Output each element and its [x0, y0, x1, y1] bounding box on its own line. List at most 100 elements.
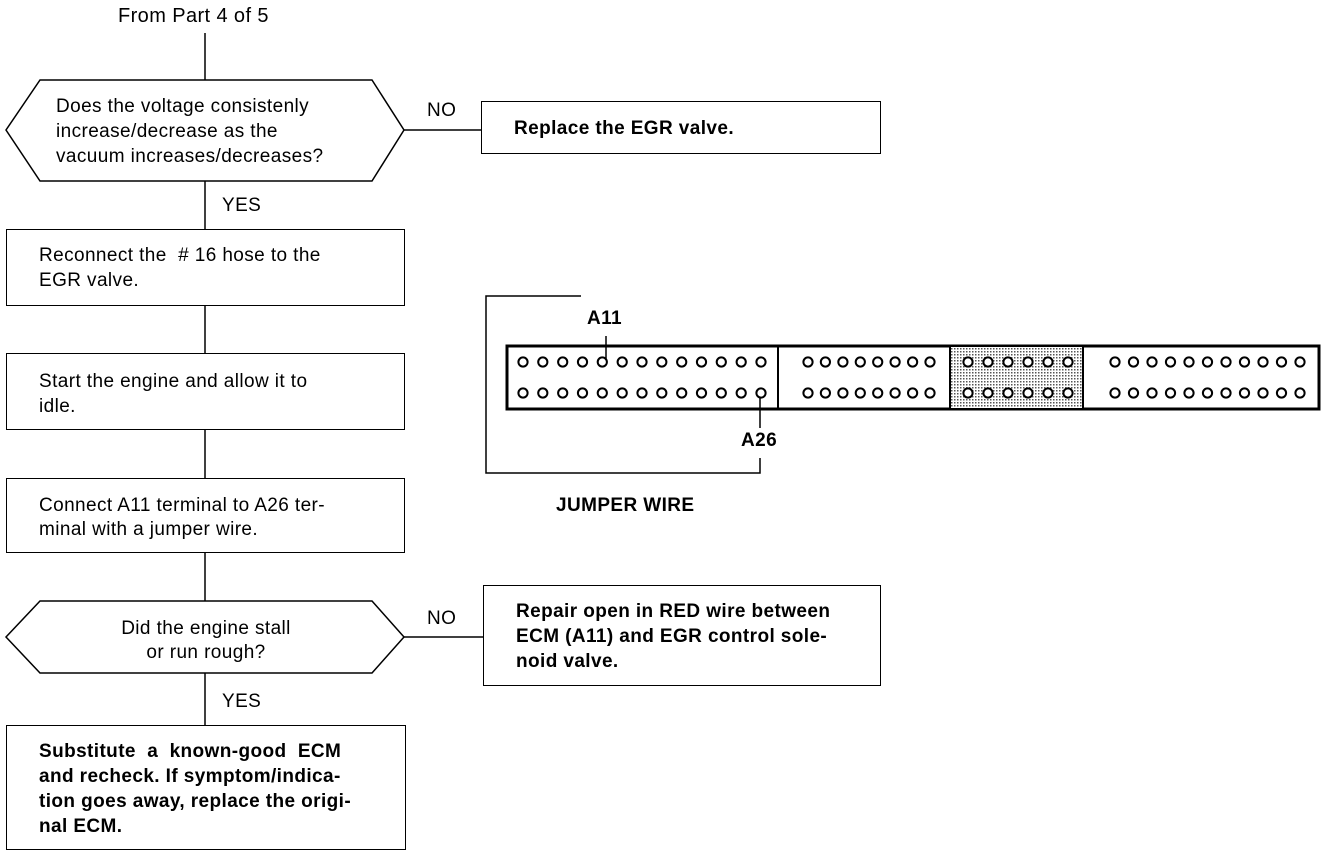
connector-pin	[1062, 387, 1074, 399]
start-engine-line-1: Start the engine and allow it to	[39, 371, 308, 392]
connector-pin	[889, 387, 901, 399]
connector-pin	[907, 387, 919, 399]
connector-pin	[636, 387, 648, 399]
connector-pin	[1002, 387, 1014, 399]
decision-2-yes-label: YES	[222, 691, 262, 712]
connector-pin	[1201, 356, 1214, 368]
decision-1-no-label: NO	[427, 100, 457, 121]
connect-line-2: minal with a jumper wire.	[39, 519, 259, 540]
connector-pin	[557, 356, 569, 368]
connector-pin	[596, 356, 608, 368]
repair-line-2: ECM (A11) and EGR control sole-	[516, 626, 828, 647]
connector-pin	[982, 387, 994, 399]
connector-pin	[616, 387, 628, 399]
connector-pin	[676, 356, 688, 368]
decision-1-line-3: vacuum increases/decreases?	[56, 146, 324, 167]
ecm-connector	[485, 295, 1321, 474]
connector-pin	[854, 387, 866, 399]
connector-pin	[1238, 356, 1251, 368]
connector-pin	[1022, 356, 1034, 368]
connector-pin	[755, 356, 767, 368]
decision-2-line-1: Did the engine stall	[121, 618, 291, 639]
jumper-wire-label: JUMPER WIRE	[556, 495, 695, 516]
connector-pin	[596, 387, 608, 399]
reconnect-line-2: EGR valve.	[39, 270, 140, 291]
connector-pin	[1062, 356, 1074, 368]
connector-pin	[1109, 356, 1121, 368]
connector-pin	[636, 356, 648, 368]
connector-pin	[1146, 387, 1158, 399]
connector-pin	[656, 356, 668, 368]
decision-1-yes-label: YES	[222, 195, 262, 216]
connector-pin	[517, 387, 529, 399]
connector-pin	[1127, 387, 1140, 399]
connector-pin	[755, 387, 767, 399]
connector-pin	[962, 387, 974, 399]
repair-line-1: Repair open in RED wire between	[516, 601, 831, 622]
start-engine-line-2: idle.	[39, 396, 76, 417]
connector-pin	[735, 356, 747, 368]
connector-pin	[715, 387, 727, 399]
connector-pin	[819, 356, 832, 368]
decision-1-line-1: Does the voltage consistenly	[56, 96, 310, 117]
connector-pin	[1257, 387, 1269, 399]
connector-pin	[924, 356, 936, 368]
substitute-ecm-box: Substitute a known-good ECM and recheck.…	[6, 725, 406, 850]
connector-pin	[1042, 356, 1054, 368]
connector-pin	[715, 356, 727, 368]
a11-label: A11	[587, 308, 623, 329]
connector-pin	[1294, 387, 1306, 399]
start-label: From Part 4 of 5	[118, 5, 269, 27]
connector-pin	[854, 356, 866, 368]
connector-pin	[1275, 387, 1288, 399]
connector-pin	[872, 387, 884, 399]
connector-pin	[872, 356, 884, 368]
connector-pin	[1109, 387, 1121, 399]
connector-pin	[1183, 387, 1195, 399]
connector-pin	[616, 356, 628, 368]
connector-pin	[1022, 387, 1034, 399]
connector-pin	[1183, 356, 1195, 368]
connector-pin	[1238, 387, 1251, 399]
decision-1-shape	[5, 79, 405, 182]
connector-pin	[837, 356, 849, 368]
replace-egr-text: Replace the EGR valve.	[514, 118, 735, 139]
connector-pin	[1146, 356, 1158, 368]
connector-pin	[1127, 356, 1140, 368]
decision-2-line-2: or run rough?	[146, 642, 266, 663]
connector-pin	[656, 387, 668, 399]
connector-pin	[1257, 356, 1269, 368]
connector-pin	[907, 356, 919, 368]
connector-pin	[695, 356, 708, 368]
repair-line-3: noid valve.	[516, 651, 619, 672]
substitute-line-3: tion goes away, replace the origi-	[39, 791, 352, 812]
connector-pin	[1275, 356, 1288, 368]
connect-jumper-box: Connect A11 terminal to A26 ter- minal w…	[6, 478, 405, 553]
connector-pin	[576, 387, 589, 399]
connector-pin	[889, 356, 901, 368]
substitute-line-4: nal ECM.	[39, 816, 123, 837]
connect-line-1: Connect A11 terminal to A26 ter-	[39, 495, 325, 516]
replace-egr-box: Replace the EGR valve.	[481, 101, 881, 154]
connector-pin	[962, 356, 974, 368]
connector-pin	[1220, 387, 1232, 399]
connector-pin	[735, 387, 747, 399]
repair-wire-box: Repair open in RED wire between ECM (A11…	[483, 585, 881, 686]
connector-pin	[819, 387, 832, 399]
reconnect-hose-box: Reconnect the # 16 hose to the EGR valve…	[6, 229, 405, 306]
connector-pin	[676, 387, 688, 399]
connector-pin	[1164, 387, 1177, 399]
connector-pin	[924, 387, 936, 399]
connector-pin	[982, 356, 994, 368]
connector-pin	[537, 356, 549, 368]
substitute-line-2: and recheck. If symptom/indica-	[39, 766, 341, 787]
connector-pin	[1220, 356, 1232, 368]
connector-pin	[1042, 387, 1054, 399]
connector-pin	[537, 387, 549, 399]
a26-label: A26	[741, 430, 778, 451]
connector-pin	[576, 356, 589, 368]
connector-pin	[802, 356, 814, 368]
start-engine-box: Start the engine and allow it to idle.	[6, 353, 405, 430]
connector-pin	[695, 387, 708, 399]
connector-pin	[557, 387, 569, 399]
